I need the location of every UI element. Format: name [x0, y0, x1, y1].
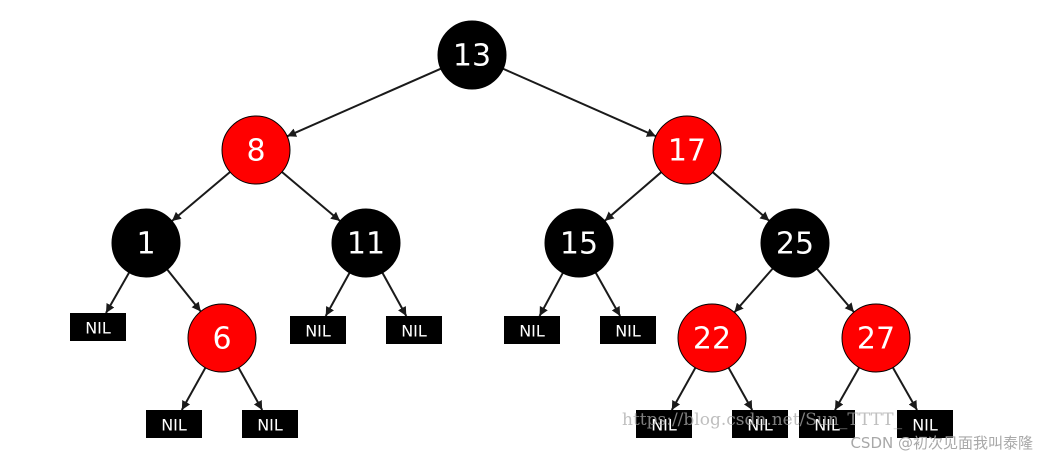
node-label: 27 — [857, 322, 895, 357]
tree-node-8: 8 — [221, 115, 291, 185]
edge-n8-n1 — [171, 171, 231, 222]
nil-leaf: NIL — [732, 410, 788, 438]
edge-n6-nil6a — [180, 367, 207, 411]
edge-n25-n22 — [733, 267, 774, 314]
nil-leaf: NIL — [290, 316, 346, 344]
nil-box — [386, 316, 442, 344]
nil-label: NIL — [615, 322, 641, 341]
edge-n22-nil22a — [670, 367, 697, 411]
edge-n15-nil15b — [594, 272, 621, 317]
tree-node-15: 15 — [544, 208, 614, 278]
nil-label: NIL — [305, 322, 331, 341]
nil-label: NIL — [161, 416, 187, 435]
node-label: 22 — [693, 322, 731, 357]
edge-n17-n25 — [712, 171, 770, 222]
node-label: 8 — [246, 134, 265, 169]
edge-n22-nil22b — [727, 367, 754, 411]
nil-box — [600, 316, 656, 344]
edge-n25-n27 — [816, 268, 855, 313]
tree-node-13: 13 — [437, 20, 507, 90]
nil-box — [290, 316, 346, 344]
nil-leaf: NIL — [897, 410, 953, 438]
node-label: 25 — [776, 227, 814, 262]
red-node-circle — [677, 303, 747, 373]
nil-leaf: NIL — [600, 316, 656, 344]
edge-n13-n8 — [286, 67, 442, 138]
tree-node-22: 22 — [677, 303, 747, 373]
edge-n15-nil15a — [538, 272, 564, 317]
red-node-circle — [221, 115, 291, 185]
nil-label: NIL — [814, 416, 840, 435]
nil-label: NIL — [257, 416, 283, 435]
edge-n11-nil11b — [381, 272, 408, 317]
edge-n6-nil6b — [237, 367, 264, 411]
nil-label: NIL — [747, 416, 773, 435]
tree-node-11: 11 — [331, 208, 401, 278]
nil-box — [242, 410, 298, 438]
nil-leaf: NIL — [504, 316, 560, 344]
black-node-circle — [544, 208, 614, 278]
black-node-circle — [437, 20, 507, 90]
nil-box — [897, 410, 953, 438]
node-label: 17 — [668, 134, 706, 169]
red-node-circle — [841, 303, 911, 373]
edge-n11-nil11a — [324, 272, 351, 317]
edge-n1-nil1a — [105, 272, 130, 314]
nil-box — [504, 316, 560, 344]
edge-n13-n17 — [502, 67, 657, 138]
nil-leaf: NIL — [386, 316, 442, 344]
nil-box — [732, 410, 788, 438]
nil-label: NIL — [912, 416, 938, 435]
node-label: 15 — [560, 227, 598, 262]
black-node-circle — [111, 208, 181, 278]
edge-n8-n11 — [281, 171, 341, 222]
edge-n1-n6 — [166, 268, 202, 313]
nil-label: NIL — [401, 322, 427, 341]
tree-node-1: 1 — [111, 208, 181, 278]
edge-n27-nil27a — [834, 367, 861, 411]
nil-box — [146, 410, 202, 438]
tree-node-6: 6 — [187, 303, 257, 373]
edge-n17-n15 — [604, 171, 662, 222]
node-label: 11 — [347, 227, 385, 262]
nil-leaf: NIL — [799, 410, 855, 438]
tree-node-27: 27 — [841, 303, 911, 373]
black-node-circle — [760, 208, 830, 278]
nil-box — [70, 313, 126, 341]
black-node-circle — [331, 208, 401, 278]
edge-n27-nil27b — [891, 367, 918, 411]
nil-label: NIL — [519, 322, 545, 341]
node-label: 1 — [136, 227, 155, 262]
edges-layer — [105, 67, 918, 411]
nil-box — [799, 410, 855, 438]
node-label: 6 — [212, 322, 231, 357]
nil-leaf: NIL — [146, 410, 202, 438]
red-node-circle — [652, 115, 722, 185]
nil-leaf: NIL — [70, 313, 126, 341]
nil-label: NIL — [85, 319, 111, 338]
nil-leaf: NIL — [242, 410, 298, 438]
node-label: 13 — [453, 39, 491, 74]
nil-box — [636, 410, 692, 438]
nil-label: NIL — [651, 416, 677, 435]
red-node-circle — [187, 303, 257, 373]
tree-node-17: 17 — [652, 115, 722, 185]
nil-leaf: NIL — [636, 410, 692, 438]
tree-node-25: 25 — [760, 208, 830, 278]
